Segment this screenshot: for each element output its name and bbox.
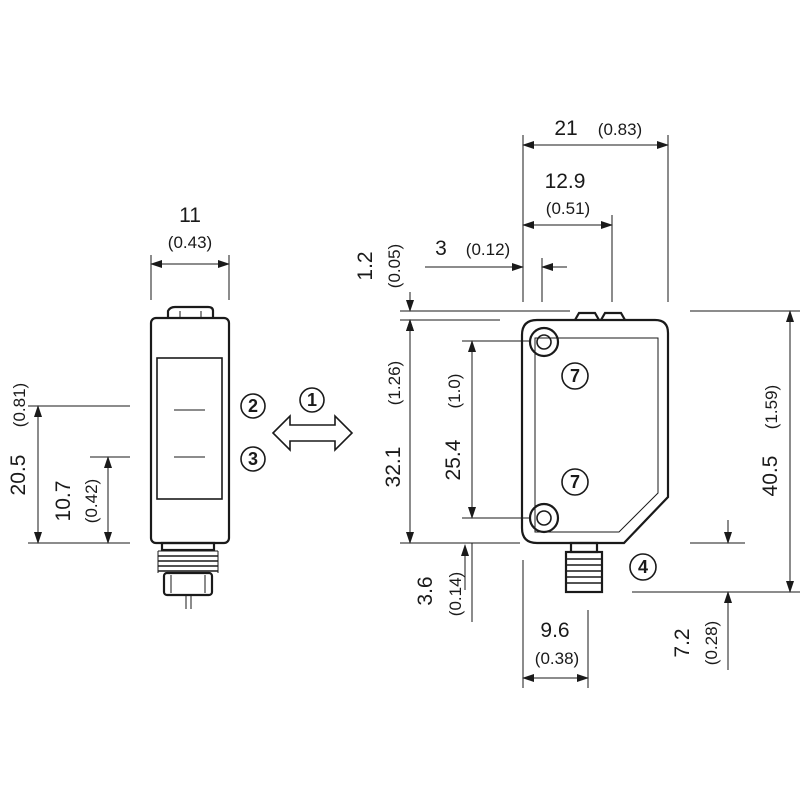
svg-text:7: 7	[570, 366, 580, 386]
dim-connector-x-in: (0.38)	[535, 649, 579, 668]
dim-top-step-mm: 1.2	[354, 251, 377, 280]
dim-body-height-mm: 32.1	[382, 447, 405, 488]
side-view: 11 (0.43) 20.5 (0.81) 10.7 (0.42) 2 3	[7, 204, 266, 609]
dim-body-height-in: (1.26)	[385, 361, 404, 405]
dim-side-sender-mm: 20.5	[7, 455, 30, 496]
side-housing	[149, 316, 231, 545]
dim-front-width-mm: 21	[554, 117, 577, 140]
dim-top-step-in: (0.05)	[385, 244, 404, 288]
marker-2: 2	[240, 393, 266, 419]
svg-text:2: 2	[248, 396, 258, 416]
mounting-hole-top	[528, 326, 560, 358]
marker-1: 1	[299, 387, 325, 413]
dim-edge-offset-in: (0.12)	[466, 240, 510, 259]
side-connector	[157, 541, 219, 609]
dim-total-height-mm: 40.5	[759, 456, 782, 497]
marker-4: 4	[629, 553, 657, 581]
front-connector	[564, 541, 604, 594]
dim-side-width-mm: 11	[179, 204, 201, 227]
dim-hole-spacing-in: (1.0)	[445, 374, 464, 409]
front-view: 7 7 4 21 (0.83) 12.9	[354, 117, 800, 688]
svg-text:3: 3	[248, 449, 258, 469]
dim-side-sender-in: (0.81)	[10, 383, 29, 427]
detection-direction-arrow: 1	[271, 387, 354, 452]
dim-side-receiver-in: (0.42)	[82, 479, 101, 523]
dim-hole-spacing-mm: 25.4	[442, 439, 465, 480]
dim-connector-x-mm: 9.6	[540, 619, 569, 642]
mounting-hole-bottom	[528, 502, 560, 534]
dim-front-width-in: (0.83)	[598, 120, 642, 139]
dim-connector-offset-mm: 3.6	[414, 576, 437, 605]
dim-connector-len-in: (0.28)	[702, 621, 721, 665]
marker-7-bottom: 7	[561, 468, 589, 496]
svg-text:4: 4	[638, 557, 648, 577]
svg-text:1: 1	[307, 390, 317, 410]
front-housing	[520, 318, 670, 545]
dim-total-height-in: (1.59)	[762, 385, 781, 429]
marker-3: 3	[240, 446, 266, 472]
dim-connector-len-mm: 7.2	[671, 628, 694, 657]
svg-text:7: 7	[570, 472, 580, 492]
dim-side-receiver-mm: 10.7	[52, 481, 75, 522]
dim-edge-offset-mm: 3	[435, 237, 447, 260]
dim-axis-x-in: (0.51)	[546, 199, 590, 218]
marker-7-top: 7	[561, 362, 589, 390]
dim-side-width-in: (0.43)	[168, 233, 212, 252]
dim-connector-offset-in: (0.14)	[446, 572, 465, 616]
side-window	[156, 357, 223, 500]
dim-axis-x-mm: 12.9	[545, 170, 586, 193]
